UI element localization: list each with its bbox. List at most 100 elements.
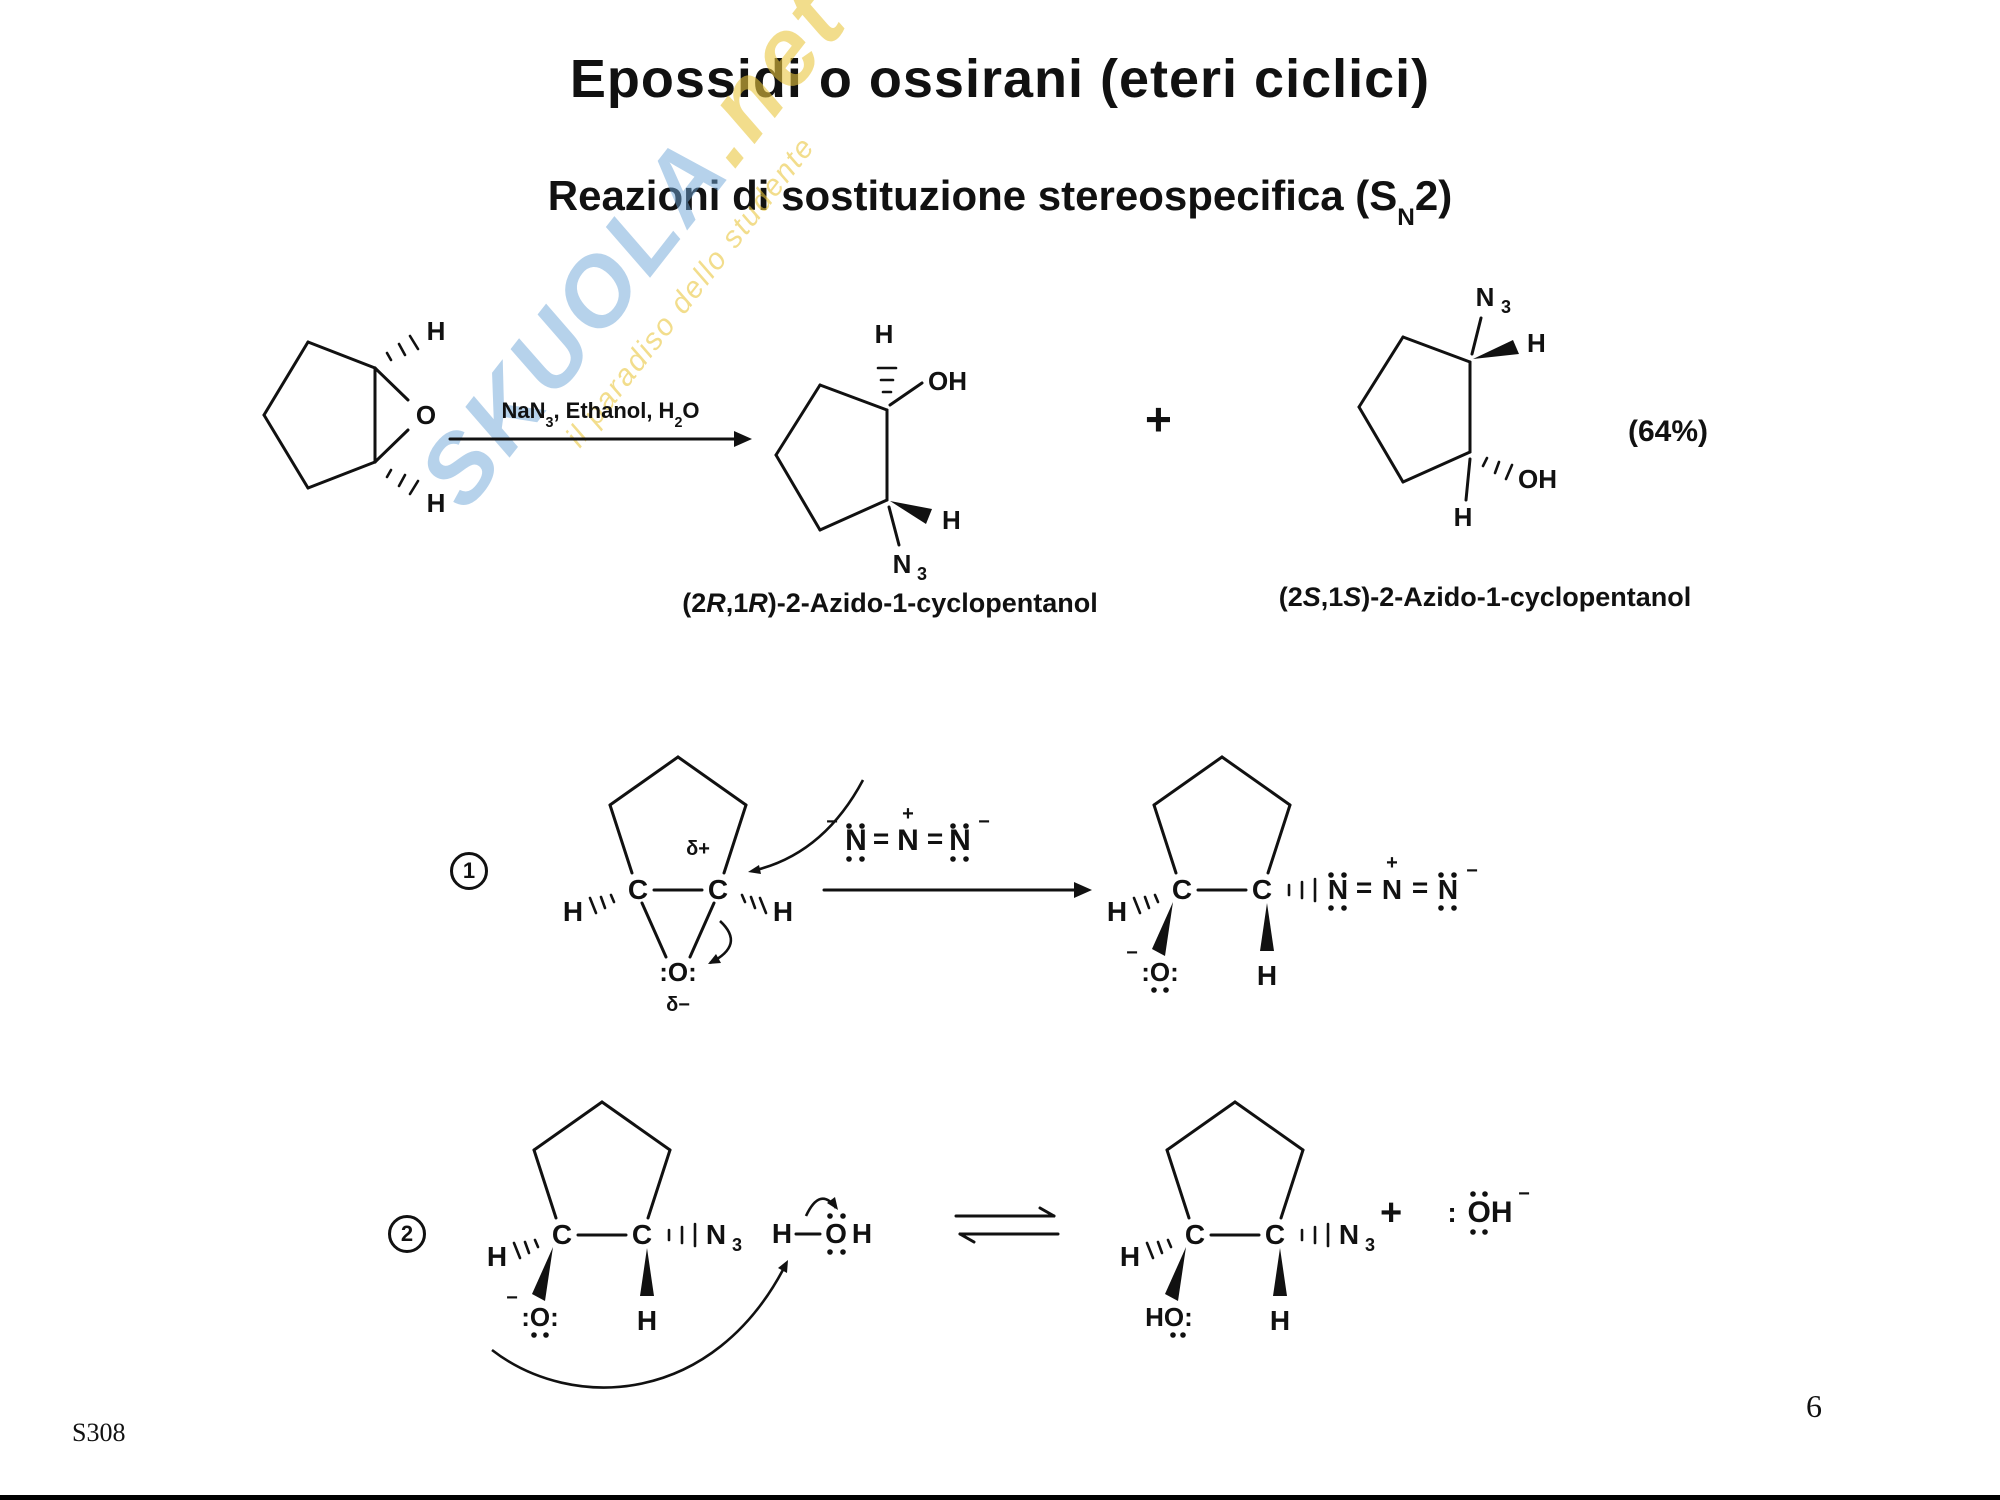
atom-label-n-sub3: 3 — [1365, 1235, 1375, 1255]
subtitle-text: Reazioni di sostituzione stereospecifica… — [547, 172, 1398, 219]
solid-wedge-o — [1165, 1247, 1186, 1301]
plus-sign: + — [1145, 393, 1172, 445]
lone-pair-dots-water — [827, 1213, 846, 1255]
atom-label-h: H — [1454, 502, 1473, 532]
atom-label-n: N — [1339, 1219, 1359, 1250]
hash-wedge-h-left — [512, 1238, 540, 1260]
double-bond: = — [1412, 872, 1428, 903]
epoxide-c-o-bonds — [373, 366, 410, 464]
name-stereo: S — [1343, 582, 1362, 612]
curved-arrow-bond-to-oxygen — [708, 920, 733, 965]
hash-wedge-n3 — [1300, 1222, 1330, 1248]
solid-wedge-h — [1473, 340, 1519, 359]
atom-label-c: C — [552, 1219, 572, 1250]
hash-wedge-h-left — [588, 893, 616, 915]
slide-bottom-border — [0, 1495, 2000, 1500]
atom-label-c: C — [708, 874, 728, 905]
atom-label-c: C — [628, 874, 648, 905]
cyclopentane-ring — [1357, 335, 1472, 484]
atom-label-c: C — [632, 1219, 652, 1250]
name-text: ,1 — [725, 588, 749, 618]
atom-label-c: C — [1252, 874, 1272, 905]
azide-ion-and-arrow: − N = N + = N − — [822, 803, 1092, 898]
curved-arrow-nucleophile-attack — [748, 779, 865, 874]
solid-wedge-h — [1273, 1248, 1287, 1296]
atom-label-h: H — [1120, 1241, 1140, 1272]
name-text: (2 — [682, 588, 707, 618]
bond-c-h — [1464, 457, 1472, 502]
atom-label-h: H — [563, 896, 583, 927]
atom-label-h: H — [1107, 896, 1127, 927]
bond-c-n3 — [1470, 316, 1483, 356]
charge-minus: − — [1466, 860, 1478, 882]
atom-label-o-lonepairs: :O: — [521, 1302, 559, 1332]
slide-code: S308 — [72, 1418, 126, 1447]
atom-label-h: H — [427, 488, 446, 518]
mech2-product-structure: C C H N 3 HO: H — [1120, 1100, 1375, 1338]
solid-wedge-h — [640, 1248, 654, 1296]
solid-wedge-o — [1152, 902, 1173, 956]
plus-sign: + — [1380, 1192, 1403, 1234]
hash-wedge-n3 — [667, 1222, 697, 1248]
lone-pair-dots-hydroxyl — [1170, 1332, 1186, 1338]
atom-label-h: H — [852, 1218, 872, 1249]
product2-name: (2S,1S)-2-Azido-1-cyclopentanol — [1195, 582, 1775, 613]
curved-arrow-alkoxide-to-proton — [491, 1260, 788, 1389]
step1-number: 1 — [462, 858, 476, 883]
name-text: )-2-Azido-1-cyclopentanol — [1361, 582, 1692, 612]
page-subtitle: Reazioni di sostituzione stereospecifica… — [0, 172, 2000, 231]
atom-label-o-lonepairs: :O: — [1141, 957, 1179, 987]
atom-label-n-sub3: 3 — [917, 564, 927, 584]
delta-minus-label: δ− — [666, 994, 690, 1016]
double-bond: = — [1356, 872, 1372, 903]
reagent-text: , Ethanol, H — [553, 398, 675, 423]
solid-wedge-h — [1260, 903, 1274, 951]
subtitle-text-end: 2) — [1414, 172, 1453, 219]
azide-chain: N = N + = N − — [1328, 852, 1478, 911]
atom-label-h: H — [637, 1305, 657, 1336]
charge-minus: − — [826, 811, 838, 833]
name-text: ,1 — [1320, 582, 1344, 612]
hash-wedge-h — [876, 366, 898, 394]
reaction-arrow — [822, 882, 1092, 898]
name-stereo: R — [706, 588, 726, 618]
step1-badge: 1 — [450, 852, 488, 890]
charge-minus: − — [1126, 942, 1138, 964]
name-stereo: R — [748, 588, 768, 618]
atom-label-n: N — [1476, 282, 1495, 312]
epoxide-c-o-bonds — [640, 901, 716, 959]
reagents-label: NaN3, Ethanol, H2O — [448, 398, 753, 431]
water-molecule: H O H — [772, 1213, 872, 1255]
atom-label-n: N — [1382, 874, 1402, 905]
atom-label-h: H — [773, 896, 793, 927]
solid-wedge-o — [532, 1247, 553, 1301]
structure-product-2r1r: H OH H N 3 — [774, 319, 967, 584]
mech2-alkoxide-and-water: C C H N 3 − :O: H H O H — [487, 1100, 872, 1389]
atom-label-c: C — [1265, 1219, 1285, 1250]
atom-label-h: H — [772, 1218, 792, 1249]
double-bond: = — [873, 823, 889, 854]
charge-plus: + — [1386, 852, 1398, 874]
atom-label-h: H — [1527, 328, 1546, 358]
hash-wedge-top — [385, 334, 420, 362]
hash-wedge-h-left — [1132, 893, 1160, 915]
atom-label-c: C — [1172, 874, 1192, 905]
atom-label-n: N — [897, 824, 919, 857]
lone-pair-dots — [1328, 872, 1457, 911]
cyclopentane-ring — [1165, 1100, 1305, 1220]
cyclopentane-ring — [774, 383, 889, 532]
page-title: Epossidi o ossirani (eteri ciclici) — [569, 49, 1431, 109]
hash-wedge-oh — [1481, 456, 1514, 481]
hydroxide-ion: : OH − — [1447, 1183, 1530, 1235]
yield-label: (64%) — [1628, 415, 1709, 448]
hash-wedge-n3 — [1287, 877, 1317, 903]
atom-label-h: H — [1257, 960, 1277, 991]
cyclopentane-ring — [532, 1100, 672, 1220]
cyclopentane-ring — [1152, 755, 1292, 875]
charge-minus: − — [1518, 1183, 1530, 1205]
delta-plus-label: δ+ — [686, 838, 710, 860]
curved-arrow-oh-bond-to-oxygen — [804, 1197, 838, 1217]
atom-label-ho: HO: — [1145, 1302, 1193, 1332]
lone-pair-colon: : — [1447, 1197, 1456, 1228]
reaction-arrow — [448, 431, 752, 448]
